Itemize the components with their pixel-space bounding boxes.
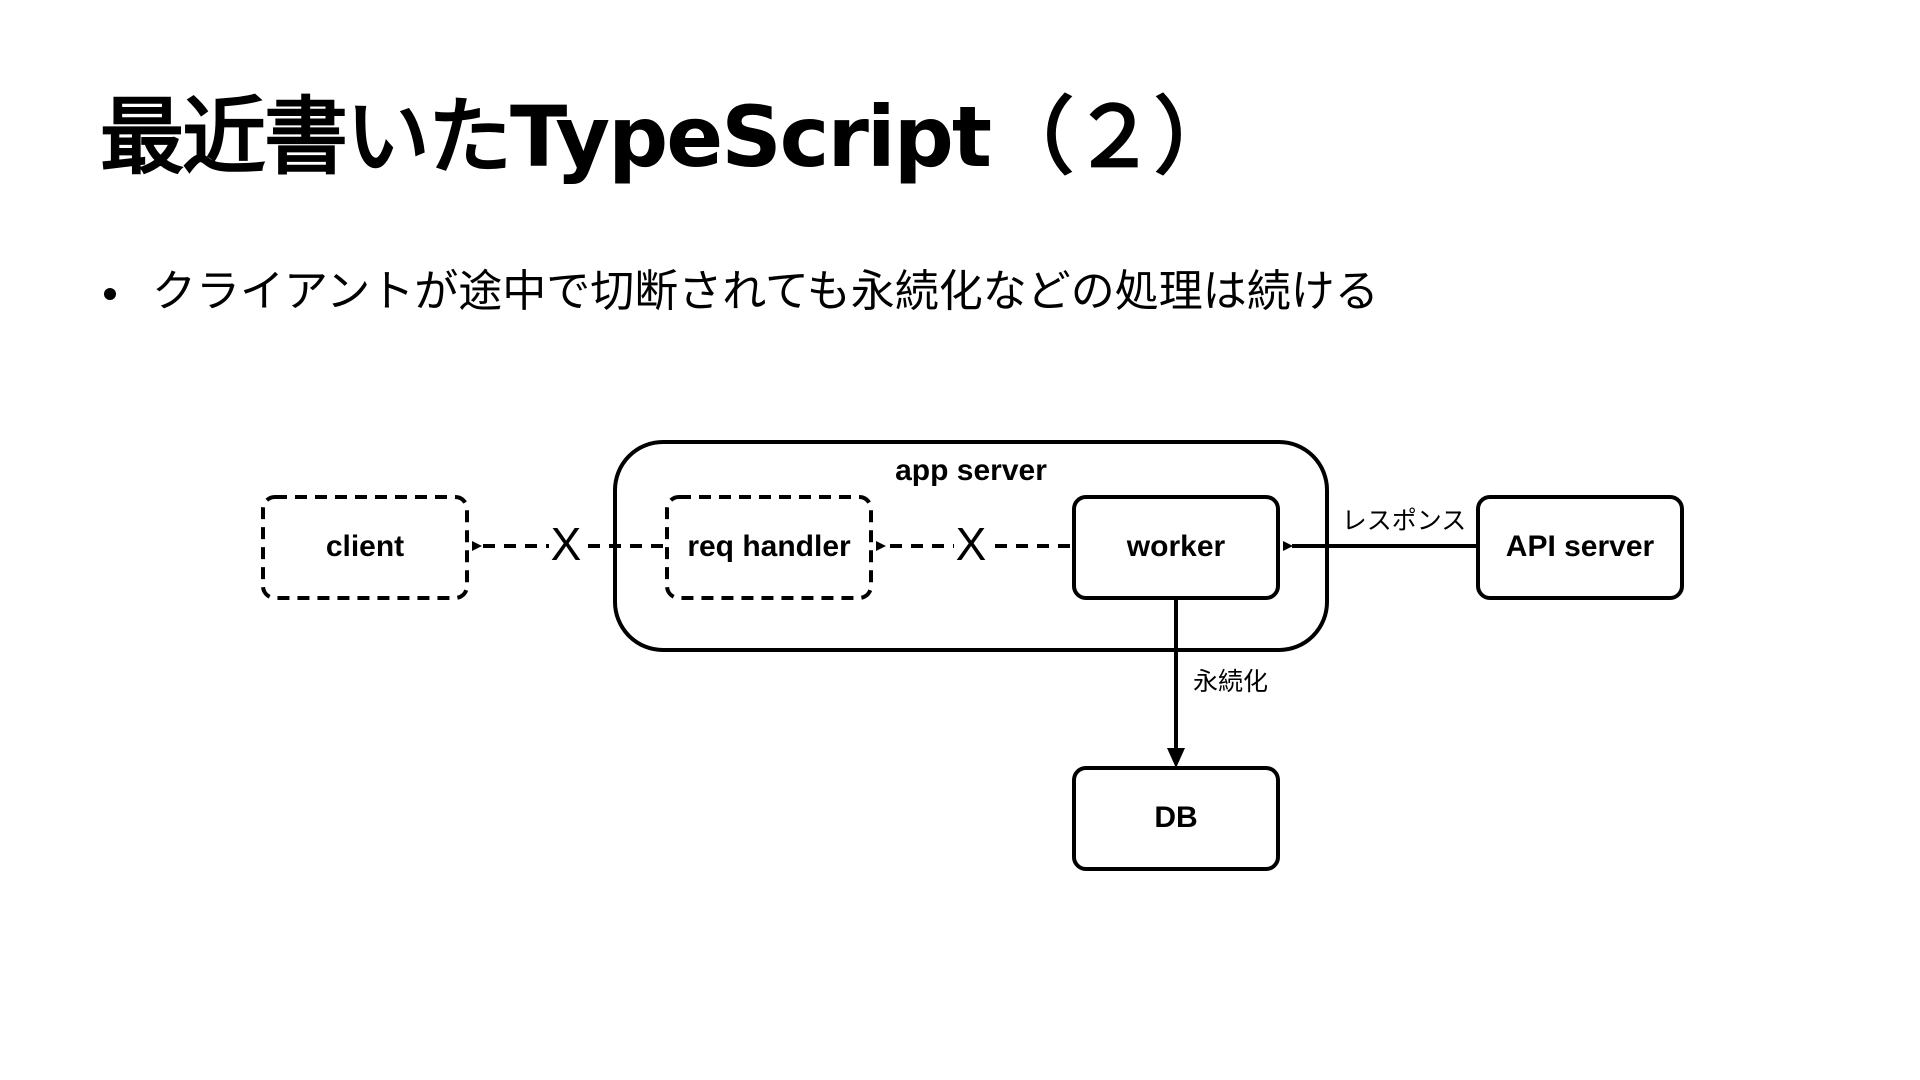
worker-node: worker <box>1072 495 1280 600</box>
edge-req-handler-to-client: X <box>472 518 663 570</box>
api-server-label: API server <box>1506 530 1655 563</box>
client-node: client <box>261 495 469 600</box>
slide-title: 最近書いたTypeScript（２） <box>100 88 1238 186</box>
cut-mark-1: X <box>551 518 582 570</box>
req-handler-node: req handler <box>665 495 873 600</box>
api-server-box <box>1476 495 1684 600</box>
req-handler-box <box>665 495 873 600</box>
bullet-text: クライアントが途中で切断されても永続化などの処理は続ける <box>152 266 1379 317</box>
db-label: DB <box>1154 801 1197 834</box>
api-server-node: API server <box>1476 495 1684 600</box>
bullet-dot-icon <box>104 288 116 300</box>
worker-label: worker <box>1126 530 1226 563</box>
app-server-label: app server <box>895 454 1047 487</box>
edge-api-server-to-worker: レスポンス <box>1283 506 1476 551</box>
persist-label: 永続化 <box>1193 667 1268 696</box>
edge-worker-to-req-handler: X <box>876 518 1070 570</box>
edge-worker-to-db-arrowhead <box>1167 748 1185 768</box>
response-label: レスポンス <box>1342 506 1467 535</box>
req-handler-label: req handler <box>687 530 851 563</box>
db-node: DB <box>1072 766 1280 871</box>
bullet-item: クライアントが途中で切断されても永続化などの処理は続ける <box>100 262 1379 322</box>
cut-mark-2: X <box>956 518 987 570</box>
edge-worker-to-db: 永続化 <box>1167 600 1268 768</box>
client-box <box>261 495 469 600</box>
cut-mark-bg <box>549 526 583 566</box>
worker-box <box>1072 495 1280 600</box>
client-label: client <box>326 530 404 563</box>
cut-mark-bg <box>954 526 988 566</box>
bullet-list: クライアントが途中で切断されても永続化などの処理は続ける <box>100 262 1379 322</box>
